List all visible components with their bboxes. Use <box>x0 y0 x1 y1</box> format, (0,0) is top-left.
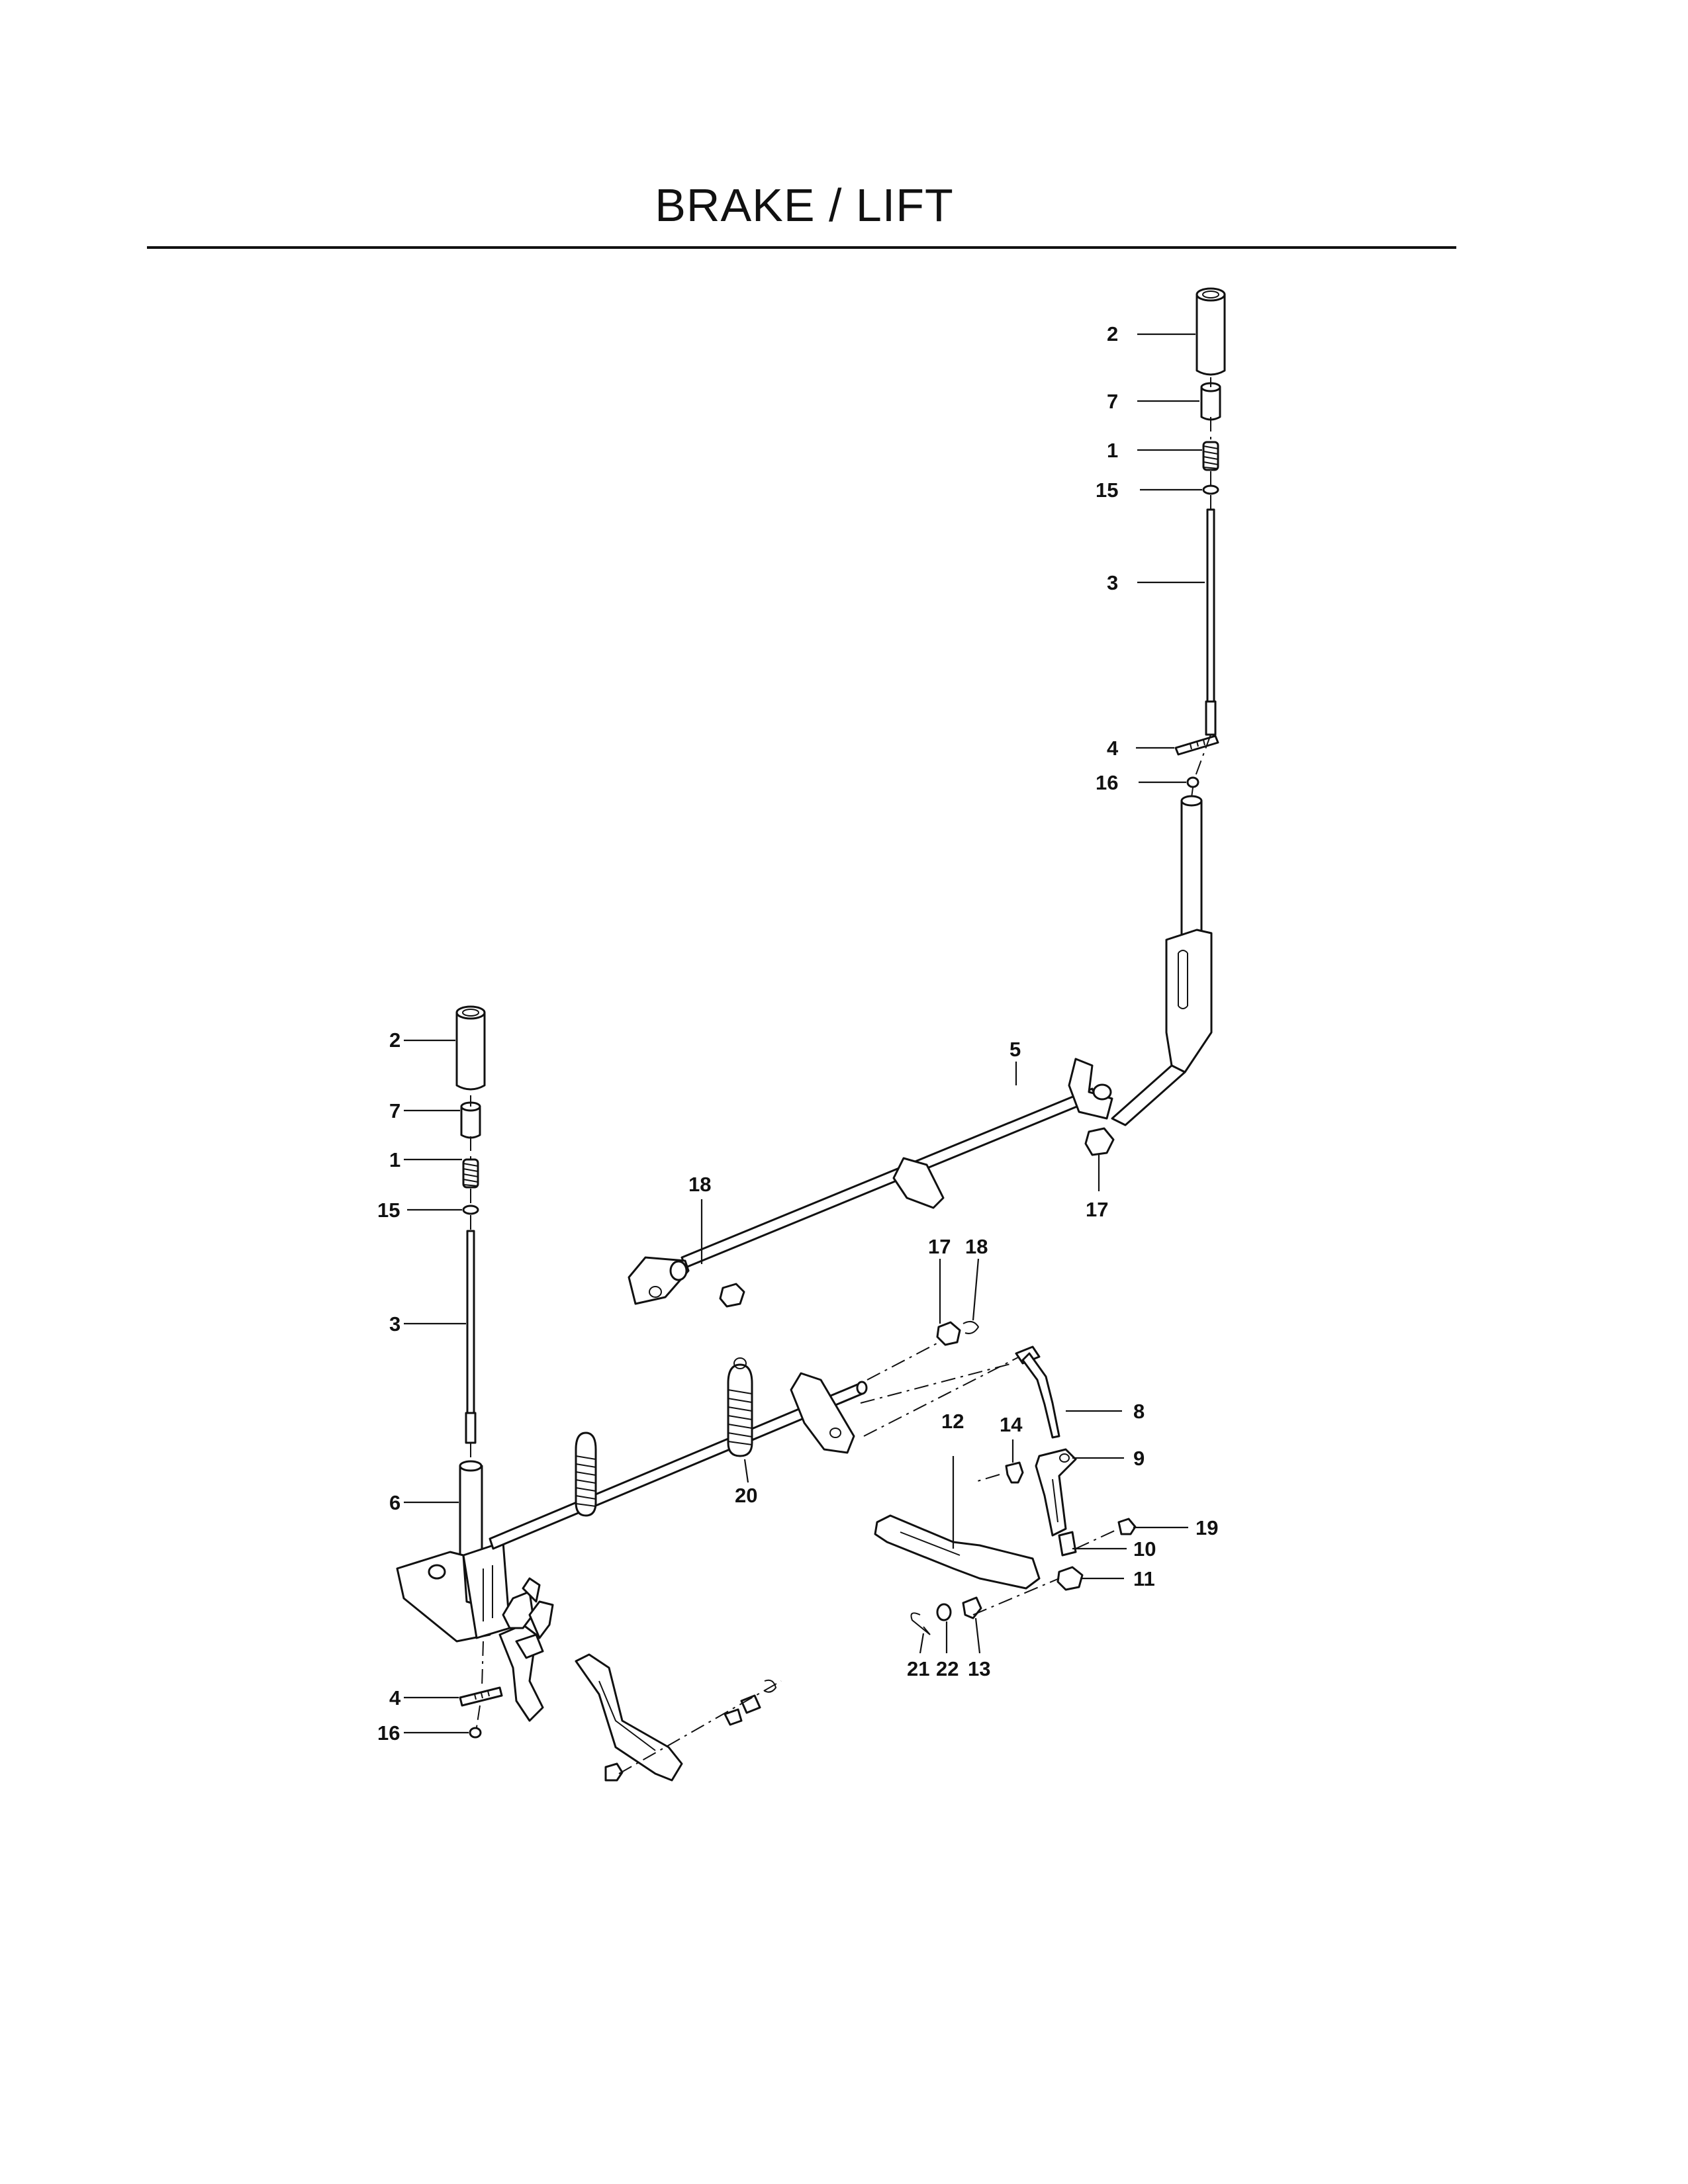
left-washer-part <box>462 1205 479 1215</box>
callout-c-10: 10 <box>1133 1537 1156 1561</box>
callout-l-15: 15 <box>377 1199 400 1222</box>
callout-c-20: 20 <box>735 1484 757 1507</box>
callout-c-21: 21 <box>907 1657 929 1680</box>
left-lever-assembly <box>396 1005 544 1739</box>
left-upright-tube-part <box>396 1460 511 1643</box>
callout-l-3: 3 <box>389 1312 400 1336</box>
callout-l-1: 1 <box>389 1148 400 1171</box>
right-pin-part <box>1174 735 1219 756</box>
callout-c-22: 22 <box>936 1657 959 1680</box>
callout-l-7: 7 <box>389 1099 400 1122</box>
link-8-part <box>1015 1345 1060 1439</box>
left-spring-part <box>462 1158 479 1189</box>
cross-shaft-assembly <box>628 1058 1115 1308</box>
clip-18-part <box>962 1320 980 1334</box>
nut-17-part <box>936 1321 961 1346</box>
callout-c-14: 14 <box>1000 1413 1023 1436</box>
callout-m-18: 18 <box>688 1173 711 1196</box>
lower-spring-left-part <box>575 1432 597 1517</box>
callout-c-19: 19 <box>1196 1516 1218 1539</box>
left-grip-part <box>455 1005 486 1091</box>
right-grip-part <box>1196 287 1226 376</box>
left-insert-part <box>460 1101 481 1139</box>
nut-11-part <box>1056 1566 1084 1591</box>
callout-r-7: 7 <box>1107 390 1118 413</box>
callout-r-2: 2 <box>1107 322 1118 345</box>
callout-labels: 2 7 1 15 3 4 16 5 17 18 2 7 1 15 3 6 4 1… <box>377 322 1218 1745</box>
link-12-part <box>874 1514 1041 1590</box>
page-title: BRAKE / LIFT <box>655 179 954 231</box>
callout-c-8: 8 <box>1133 1400 1145 1423</box>
clip-21-part <box>910 1612 931 1635</box>
bolt-13-part <box>962 1596 982 1619</box>
callout-r-3: 3 <box>1107 571 1118 594</box>
callout-r-1: 1 <box>1107 439 1118 462</box>
lower-left-link-part <box>575 1653 683 1782</box>
right-washer-part <box>1202 484 1219 495</box>
lower-spring-20-part <box>727 1357 753 1457</box>
callout-c-18: 18 <box>965 1235 988 1258</box>
lower-shaft-assembly <box>489 1320 1013 1639</box>
nut-19-part <box>1117 1518 1137 1535</box>
callout-c-17: 17 <box>928 1235 951 1258</box>
callout-r-16: 16 <box>1096 771 1118 794</box>
callout-c-11: 11 <box>1133 1567 1155 1590</box>
right-rod-part <box>1205 508 1217 736</box>
callout-l-4: 4 <box>389 1686 401 1709</box>
lever-9-part <box>1035 1448 1077 1537</box>
callout-l-2: 2 <box>389 1028 400 1052</box>
callout-leaders <box>404 333 1205 1734</box>
right-nut-part <box>1186 776 1199 788</box>
callout-c-12: 12 <box>941 1410 964 1433</box>
callout-c-13: 13 <box>968 1657 990 1680</box>
callout-c-9: 9 <box>1133 1447 1145 1470</box>
right-upright-tube-part <box>1111 795 1213 1126</box>
right-spring-part <box>1202 441 1219 471</box>
bolt-14-part <box>1005 1461 1024 1484</box>
callout-r-4: 4 <box>1107 737 1119 760</box>
callout-r-5: 5 <box>1009 1038 1021 1061</box>
right-insert-part <box>1200 382 1221 421</box>
callout-r-17: 17 <box>1086 1198 1108 1221</box>
left-rod-part <box>465 1230 477 1444</box>
spacer-10-part <box>1058 1531 1077 1557</box>
washer-22-part <box>936 1603 952 1621</box>
title-rule <box>147 246 1456 249</box>
left-pin-part <box>459 1686 503 1707</box>
left-nut-part <box>469 1727 482 1739</box>
lower-linkage-assembly <box>575 1345 1137 1782</box>
right-lever-assembly <box>1111 287 1226 1126</box>
callout-r-15: 15 <box>1096 478 1118 502</box>
callout-l-6: 6 <box>389 1491 400 1514</box>
callout-l-16: 16 <box>377 1721 400 1745</box>
